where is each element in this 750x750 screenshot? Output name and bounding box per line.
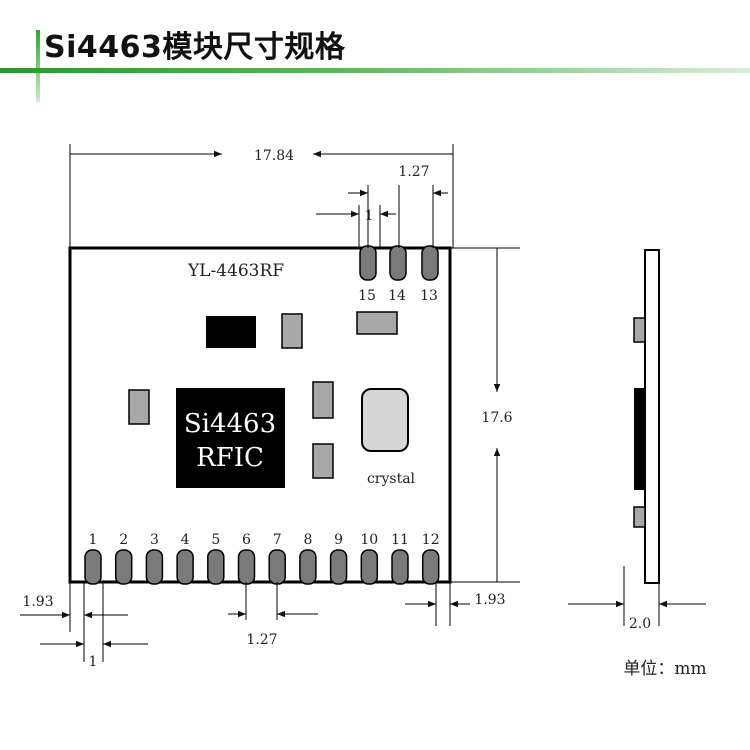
pad-3 bbox=[145, 549, 164, 585]
pad-15 bbox=[359, 245, 377, 281]
edge-left-value: 1.93 bbox=[22, 594, 53, 610]
capacitor-4 bbox=[312, 381, 334, 419]
pad-14 bbox=[389, 245, 407, 281]
edge-right-value: 1.93 bbox=[474, 592, 505, 608]
pin-label: 14 bbox=[388, 288, 406, 304]
capacitor-5 bbox=[312, 443, 334, 479]
capacitor-3 bbox=[128, 389, 150, 425]
width-dimension: 17.84 bbox=[69, 144, 454, 248]
pad-6 bbox=[237, 549, 256, 585]
pin-label: 3 bbox=[150, 532, 159, 548]
height-value: 17.6 bbox=[481, 410, 512, 426]
pin-label: 1 bbox=[89, 532, 98, 548]
pad-top-value: 1 bbox=[365, 208, 374, 224]
unit-label: 单位：mm bbox=[623, 659, 706, 679]
pin-label: 5 bbox=[211, 532, 220, 548]
top-pin-labels: 15 14 13 bbox=[358, 288, 438, 304]
bottom-left-dimensions: 1.93 1 bbox=[20, 582, 148, 670]
width-value: 17.84 bbox=[254, 148, 294, 164]
thickness-value: 2.0 bbox=[629, 616, 651, 632]
title-underline bbox=[0, 68, 750, 73]
top-pitch-dimension: 1.27 1 bbox=[316, 164, 448, 248]
pitch-bottom-value: 1.27 bbox=[246, 632, 277, 648]
rfic-chip bbox=[176, 388, 285, 488]
bottom-pads bbox=[84, 549, 440, 585]
side-view-board bbox=[644, 249, 660, 584]
title-accent-bar bbox=[36, 30, 40, 102]
black-component bbox=[206, 316, 256, 348]
pad-7 bbox=[268, 549, 286, 585]
pad-1 bbox=[84, 549, 102, 585]
pad-bottom-value: 1 bbox=[89, 654, 98, 670]
pin-label: 6 bbox=[242, 532, 251, 548]
pitch-top-value: 1.27 bbox=[398, 164, 429, 180]
module-name: YL-4463RF bbox=[187, 261, 284, 281]
side-component-bottom bbox=[633, 506, 646, 528]
pad-9 bbox=[329, 549, 348, 585]
chip-label-line2: RFIC bbox=[196, 443, 264, 473]
pad-11 bbox=[391, 549, 409, 585]
pin-label: 9 bbox=[334, 532, 343, 548]
pin-label: 12 bbox=[422, 532, 440, 548]
crystal bbox=[361, 388, 409, 452]
pad-13 bbox=[421, 245, 439, 281]
pad-2 bbox=[114, 549, 133, 585]
pin-label: 10 bbox=[360, 532, 378, 548]
side-component-top bbox=[633, 317, 646, 343]
pin-label: 2 bbox=[119, 532, 128, 548]
pad-12 bbox=[421, 549, 440, 585]
bottom-pitch-dimension: 1.27 bbox=[228, 582, 318, 648]
pad-10 bbox=[360, 549, 379, 585]
pin-label: 13 bbox=[420, 288, 438, 304]
pad-8 bbox=[299, 549, 317, 585]
capacitor-1 bbox=[281, 313, 303, 349]
height-dimension: 17.6 bbox=[450, 247, 520, 583]
pin-label: 11 bbox=[391, 532, 409, 548]
crystal-label: crystal bbox=[367, 471, 416, 487]
top-pads bbox=[359, 245, 439, 281]
bottom-right-dimensions: 1.93 bbox=[405, 582, 506, 626]
pad-5 bbox=[207, 549, 225, 585]
chip-label-line1: Si4463 bbox=[184, 409, 276, 439]
side-view: 2.0 bbox=[568, 249, 706, 632]
pin-label: 4 bbox=[181, 532, 190, 548]
pin-label: 7 bbox=[273, 532, 282, 548]
pin-label: 8 bbox=[303, 532, 312, 548]
side-chip bbox=[634, 388, 645, 490]
page-title: Si4463模块尺寸规格 bbox=[44, 30, 346, 65]
capacitor-2 bbox=[356, 311, 398, 335]
pad-4 bbox=[176, 549, 194, 585]
pin-label: 15 bbox=[358, 288, 376, 304]
